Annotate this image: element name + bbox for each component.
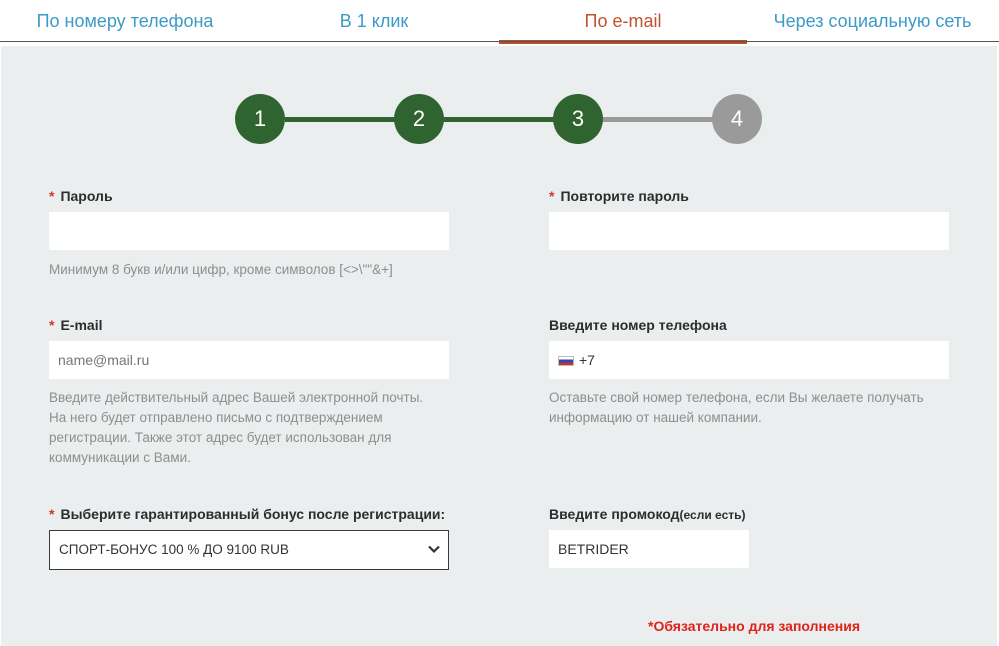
phone-prefix: +7 [579,352,595,368]
email-hint-line: регистрации. Также этот адрес будет испо… [49,430,392,445]
email-hint-line: Введите действительный адрес Вашей элект… [49,390,424,405]
bonus-select[interactable]: СПОРТ-БОНУС 100 % ДО 9100 RUB [49,530,449,570]
russia-flag-icon[interactable] [558,356,574,367]
phone-hint-line: информацию от нашей компании. [549,410,762,425]
password-label-text: Пароль [60,188,113,204]
bonus-selected-value: СПОРТ-БОНУС 100 % ДО 9100 RUB [59,542,289,557]
password-hint: Минимум 8 букв и/или цифр, кроме символо… [49,262,393,277]
email-field[interactable] [49,341,449,379]
tab-by-email[interactable]: По e-mail [499,0,747,44]
promo-label-suffix: (если есть) [679,508,746,522]
email-hint-line: коммуникации с Вами. [49,450,191,465]
bonus-label-text: Выберите гарантированный бонус после рег… [60,506,446,522]
phone-label: Введите номер телефона [549,317,727,333]
phone-hint-line: Оставьте свой номер телефона, если Вы же… [549,390,924,405]
step-1: 1 [235,94,285,144]
email-label-text: E-mail [60,317,103,333]
active-tab-underline [499,40,747,44]
tab-social[interactable]: Через социальную сеть [773,11,972,31]
repeat-password-field[interactable] [549,212,949,250]
required-asterisk: * [549,188,555,204]
step-3: 3 [553,94,603,144]
password-field[interactable] [49,212,449,250]
chevron-down-icon [428,545,440,554]
tab-by-phone[interactable]: По номеру телефона [36,11,214,31]
required-asterisk: * [49,317,55,333]
registration-tabs: По номеру телефона В 1 клик По e-mail Че… [0,0,999,46]
required-asterisk: * [49,506,55,522]
step-progress-line-todo [600,117,720,122]
required-fields-note: *Обязательно для заполнения [648,618,860,634]
required-asterisk: * [49,188,55,204]
password-label: * Пароль [49,188,113,204]
repeat-password-label: * Повторите пароль [549,188,689,204]
email-label: * E-mail [49,317,102,333]
email-hint-line: На него будет отправлено письмо с подтве… [49,410,383,425]
tabs-divider [0,41,999,42]
bonus-label: * Выберите гарантированный бонус после ре… [49,506,445,522]
tab-one-click[interactable]: В 1 клик [339,11,409,31]
phone-hint: Оставьте свой номер телефона, если Вы же… [549,388,924,428]
step-4: 4 [712,94,762,144]
promo-label: Введите промокод(если есть) [549,506,746,522]
promo-code-field[interactable] [549,530,749,568]
promo-label-text: Введите промокод [549,506,680,522]
email-hint: Введите действительный адрес Вашей элект… [49,388,423,468]
repeat-password-label-text: Повторите пароль [560,188,689,204]
step-2: 2 [394,94,444,144]
phone-field[interactable]: +7 [549,341,949,379]
tab-by-email-label: По e-mail [584,11,662,31]
